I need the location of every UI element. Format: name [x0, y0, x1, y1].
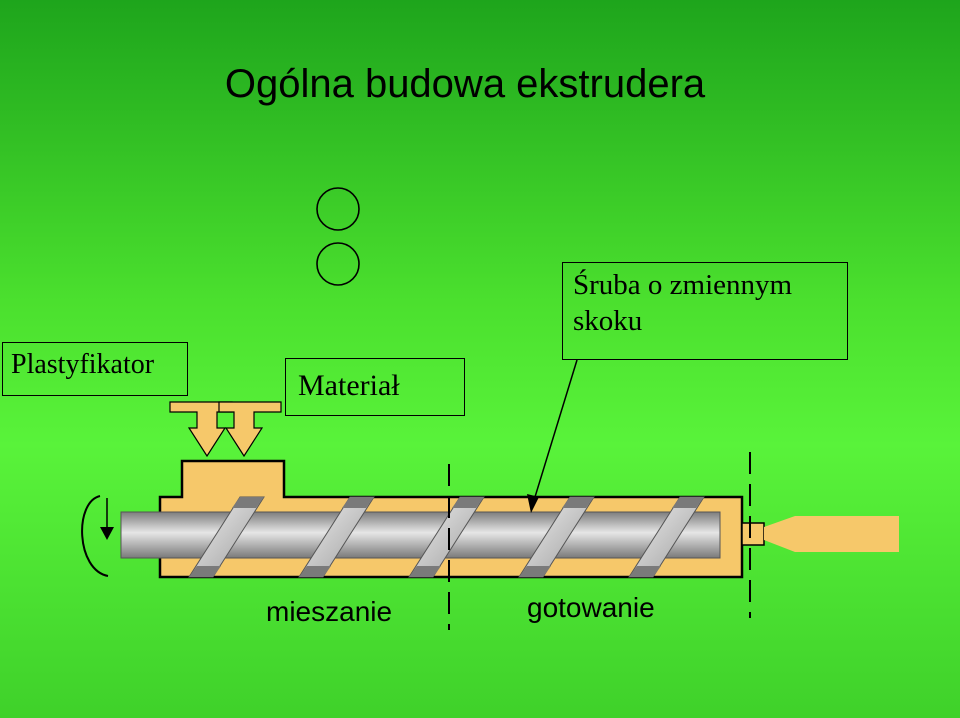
feed-circle-bottom	[316, 242, 360, 286]
plastyfikator-label: Plastyfikator	[2, 342, 188, 396]
feed-circle-top	[316, 187, 360, 231]
feed-arrow-right	[218, 401, 282, 458]
rotation-arrowhead	[100, 527, 114, 540]
die-connector	[741, 522, 765, 546]
screw-label-line1: Śruba o zmiennym	[573, 269, 793, 301]
zone-label-cooking: gotowanie	[527, 592, 655, 623]
screw-label-line2: skoku	[573, 305, 643, 337]
page-title: Ogólna budowa ekstrudera	[224, 62, 706, 106]
plastyfikator-label-text: Plastyfikator	[11, 349, 155, 380]
screw-flights	[188, 496, 705, 578]
material-label-text: Materiał	[298, 369, 400, 402]
rotation-arrow	[81, 495, 109, 577]
material-label: Materiał	[285, 358, 465, 416]
screw-label: Śruba o zmiennym skoku	[562, 262, 848, 360]
zone-label-mixing: mieszanie	[266, 596, 393, 627]
screw-label-pointer	[530, 359, 578, 511]
die-nozzle	[764, 516, 899, 552]
screw-label-pointer-head	[527, 494, 539, 513]
